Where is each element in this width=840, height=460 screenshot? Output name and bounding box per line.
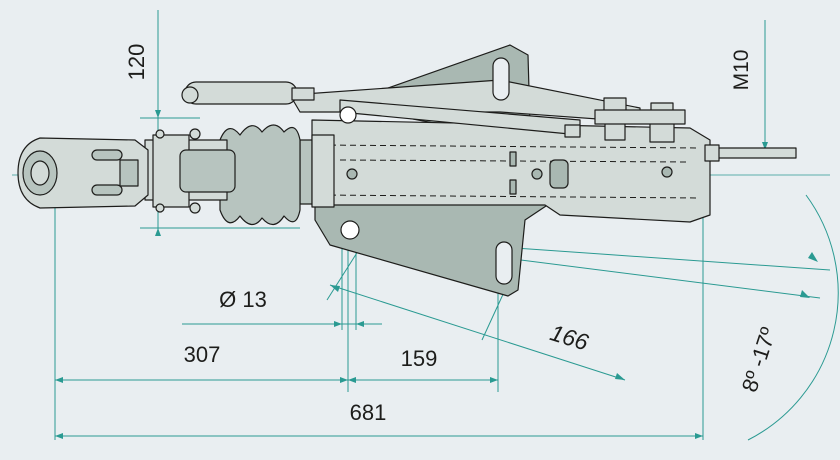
- brake-lever-grip: [184, 81, 298, 105]
- brake-lever-grip-end: [291, 87, 315, 101]
- head-slot-lower: [91, 184, 123, 196]
- m10-rod: [709, 147, 797, 159]
- flange-ring-1: [299, 139, 313, 205]
- angle-line-upper: [514, 247, 831, 271]
- bolt-d: [604, 121, 626, 141]
- angle-line-lower: [504, 257, 821, 299]
- plate-slot-top: [492, 57, 510, 101]
- housing-slot: [549, 159, 569, 189]
- flange-ring-2: [311, 134, 335, 208]
- dim-label-166: 166: [547, 319, 591, 355]
- head-slot-upper: [91, 149, 123, 161]
- bolt-c: [564, 124, 581, 138]
- brake-lever-knob: [181, 86, 199, 104]
- dim-166-ext-bottom: [481, 289, 506, 341]
- dim-label-159: 159: [401, 346, 438, 371]
- housing-mark-1: [509, 151, 517, 167]
- head-nut: [119, 159, 139, 187]
- hole-left: [340, 220, 360, 240]
- housing-hole-3: [661, 166, 673, 178]
- arrowheads: [55, 110, 818, 439]
- housing-hole-2: [531, 168, 543, 180]
- m10-nut: [704, 144, 720, 162]
- clamp-bolt-top: [155, 129, 165, 139]
- angle-arc: [747, 194, 839, 441]
- dim-label-120: 120: [124, 44, 149, 81]
- hole-top: [339, 106, 357, 124]
- housing-hole-1: [346, 168, 358, 180]
- clamp-bolt-top-2: [189, 128, 201, 140]
- bolt-plate: [594, 109, 686, 125]
- dim-label-m10: M10: [730, 50, 753, 91]
- dim-label-307: 307: [184, 342, 221, 367]
- housing-mark-2: [509, 179, 517, 195]
- bellows: [219, 124, 301, 226]
- dim-label-angle: 8º -17º: [737, 324, 781, 395]
- dim-166-line: [329, 284, 626, 381]
- clamp-bolt-bottom: [155, 203, 165, 213]
- dim-label-hole-dia: Ø 13: [219, 287, 267, 312]
- coupling-assembly: [17, 44, 797, 297]
- dim-166-ext-top: [326, 247, 361, 301]
- plate-slot-bottom: [495, 241, 513, 285]
- tow-rod-inner: [179, 149, 236, 193]
- dim-label-681: 681: [350, 400, 387, 425]
- clamp-bolt-bottom-2: [189, 202, 201, 214]
- ball-socket-inner: [30, 160, 50, 186]
- rear-plate-lower: [314, 199, 556, 297]
